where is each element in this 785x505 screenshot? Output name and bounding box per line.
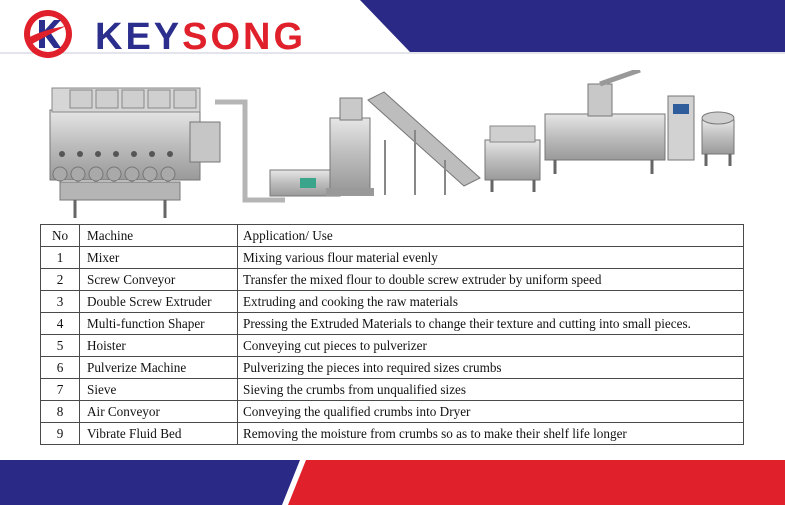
header-use: Application/ Use <box>237 224 744 247</box>
row-no: 4 <box>40 312 80 335</box>
row-no: 5 <box>40 334 80 357</box>
machine-spec-table: No Machine Application/ Use 1 Mixer Mixi… <box>40 224 744 445</box>
row-machine: Multi-function Shaper <box>79 312 238 335</box>
row-use: Pressing the Extruded Materials to chang… <box>237 312 744 335</box>
row-no: 9 <box>40 422 80 445</box>
row-use: Mixing various flour material evenly <box>237 246 744 269</box>
row-use: Pulverizing the pieces into required siz… <box>237 356 744 379</box>
fluid-bed-dryer-machine <box>49 87 221 218</box>
row-use: Conveying cut pieces to pulverizer <box>237 334 744 357</box>
row-no: 8 <box>40 400 80 423</box>
header-machine: Machine <box>79 224 238 247</box>
control-cabinet <box>667 95 695 161</box>
table-row: 4 Multi-function Shaper Pressing the Ext… <box>40 312 744 335</box>
row-use: Extruding and cooking the raw materials <box>237 290 744 313</box>
table-row: 2 Screw Conveyor Transfer the mixed flou… <box>40 268 744 291</box>
footer-band <box>0 460 785 505</box>
row-use: Transfer the mixed flour to double screw… <box>237 268 744 291</box>
double-screw-extruder-machine <box>544 70 666 174</box>
row-machine: Screw Conveyor <box>79 268 238 291</box>
brand-name-part1: KEY <box>95 16 183 58</box>
table-row: 6 Pulverize Machine Pulverizing the piec… <box>40 356 744 379</box>
table-row: 8 Air Conveyor Conveying the qualified c… <box>40 400 744 423</box>
production-line-illustration <box>49 70 735 218</box>
row-no: 6 <box>40 356 80 379</box>
row-no: 1 <box>40 246 80 269</box>
row-use: Removing the moisture from crumbs so as … <box>237 422 744 445</box>
shaper-machine <box>484 125 541 192</box>
row-use: Conveying the qualified crumbs into Drye… <box>237 400 744 423</box>
mixer-machine <box>701 111 735 166</box>
table-row: 7 Sieve Sieving the crumbs from unqualif… <box>40 378 744 401</box>
brand-name: KEYSONG <box>95 17 306 57</box>
row-machine: Vibrate Fluid Bed <box>79 422 238 445</box>
header-no: No <box>40 224 80 247</box>
brand-name-part2: SONG <box>182 16 307 58</box>
row-no: 2 <box>40 268 80 291</box>
pulverizer-machine <box>326 97 374 196</box>
row-machine: Double Screw Extruder <box>79 290 238 313</box>
row-machine: Air Conveyor <box>79 400 238 423</box>
ks-logo-icon <box>24 10 72 58</box>
table-row: 5 Hoister Conveying cut pieces to pulver… <box>40 334 744 357</box>
row-no: 7 <box>40 378 80 401</box>
table-row: 3 Double Screw Extruder Extruding and co… <box>40 290 744 313</box>
header-band <box>0 0 785 54</box>
table-row: 9 Vibrate Fluid Bed Removing the moistur… <box>40 422 744 445</box>
row-machine: Sieve <box>79 378 238 401</box>
row-use: Sieving the crumbs from unqualified size… <box>237 378 744 401</box>
row-machine: Hoister <box>79 334 238 357</box>
row-no: 3 <box>40 290 80 313</box>
row-machine: Mixer <box>79 246 238 269</box>
hoister-conveyor <box>367 91 481 195</box>
table-header-row: No Machine Application/ Use <box>40 224 744 247</box>
table-row: 1 Mixer Mixing various flour material ev… <box>40 246 744 269</box>
row-machine: Pulverize Machine <box>79 356 238 379</box>
